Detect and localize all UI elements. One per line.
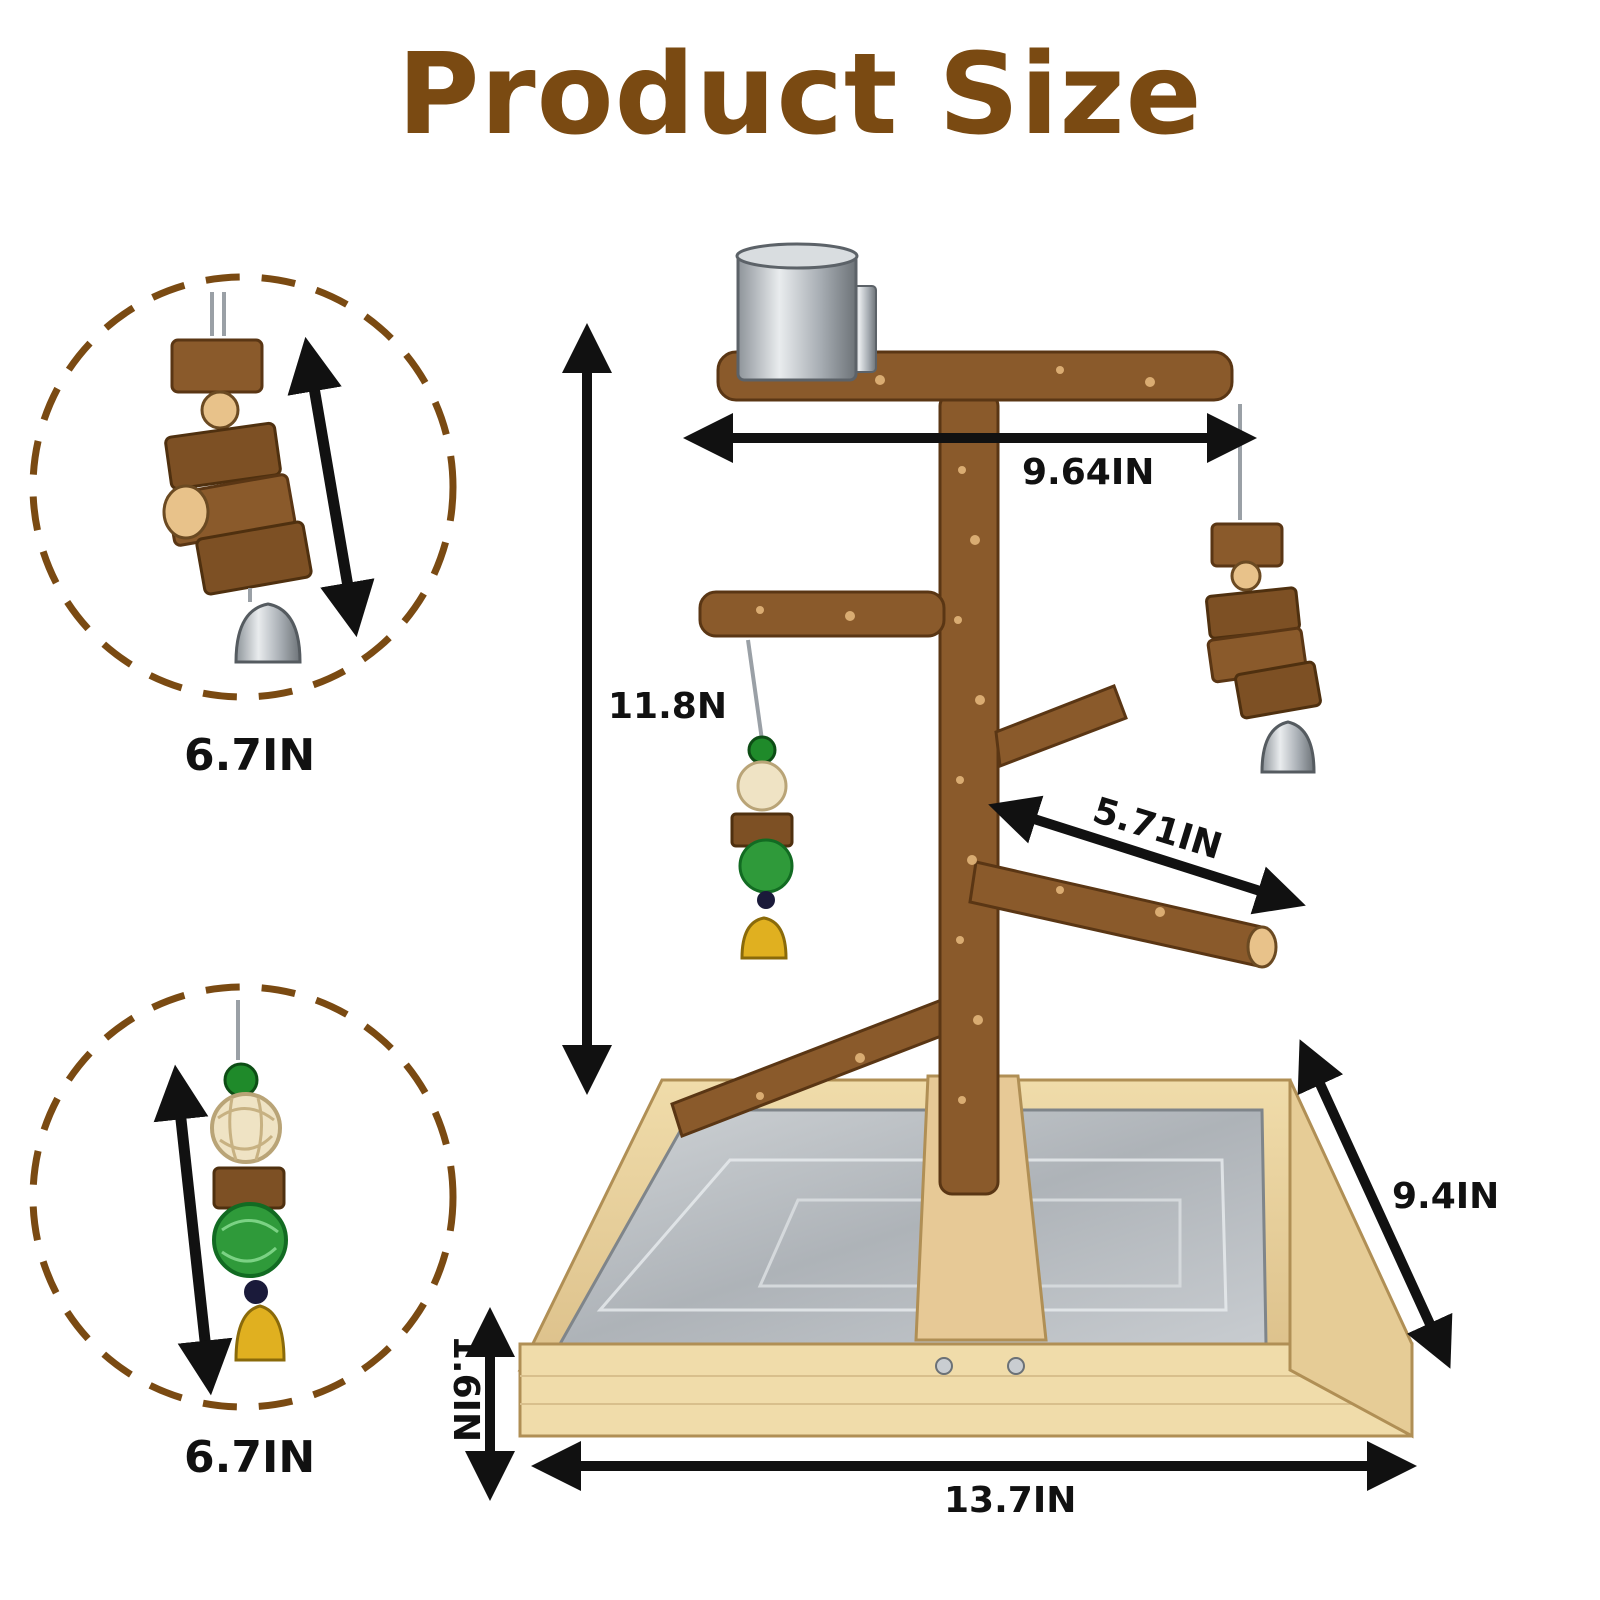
stand-bell-icon <box>1260 720 1316 774</box>
bead-chew-toy <box>210 1000 288 1362</box>
top-perch-width-label: 9.64IN <box>1022 452 1155 493</box>
toy-top-detail <box>29 273 457 701</box>
screw-right <box>1007 1357 1025 1375</box>
base-depth-label: 9.4IN <box>1392 1176 1500 1217</box>
dashed-circle-top <box>29 273 457 701</box>
toy-bottom-arrow <box>153 1064 233 1396</box>
central-post <box>938 392 1000 1196</box>
base-height-label: 1.6IN <box>445 1334 487 1443</box>
dashed-circle-bottom <box>29 983 457 1411</box>
wood-chew-toy <box>162 292 313 664</box>
middle-left-branch <box>698 590 946 638</box>
toy-top-length-label: 6.7IN <box>184 730 316 781</box>
side-perch-arrow <box>988 795 1306 915</box>
toy-bottom-length-label: 6.7IN <box>184 1432 316 1483</box>
stand-bead-toy <box>730 639 794 960</box>
base-depth-arrow <box>1297 1039 1453 1369</box>
base-front-board <box>518 1342 1414 1438</box>
page-title: Product Size <box>397 30 1203 160</box>
middle-right-branch <box>994 684 1128 769</box>
toy-bottom-detail <box>29 983 457 1411</box>
screw-left <box>935 1357 953 1375</box>
base-width-label: 13.7IN <box>944 1480 1077 1521</box>
stand-gold-bell-icon <box>740 916 788 960</box>
bell-icon <box>234 602 302 664</box>
stand-wood-toy <box>1205 404 1322 774</box>
feeding-cup-icon <box>735 242 877 382</box>
total-height-label: 11.8N <box>608 686 727 727</box>
gold-bell-icon <box>234 1304 286 1362</box>
toy-top-arrow <box>287 336 375 638</box>
perch-stand <box>517 242 1414 1439</box>
